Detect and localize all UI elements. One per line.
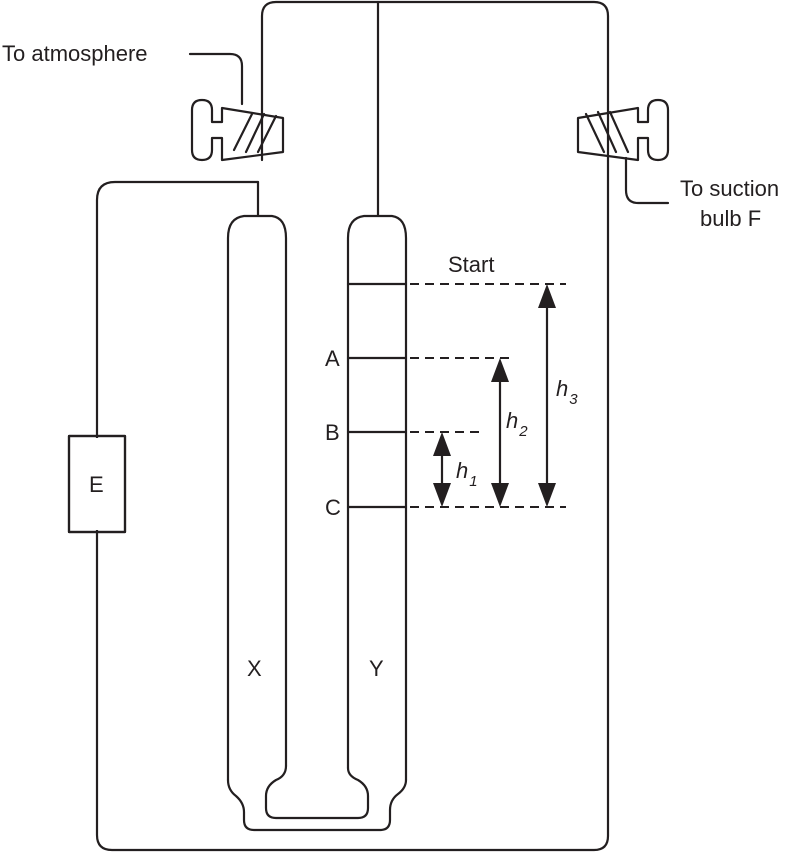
label-box-e: E — [89, 472, 104, 497]
label-start: Start — [448, 252, 494, 277]
label-mark-b: B — [325, 420, 340, 445]
tube-x — [226, 180, 288, 782]
label-to-atmosphere: To atmosphere — [2, 41, 148, 66]
h2-arrow — [491, 358, 509, 507]
outer-vessel — [95, 0, 610, 852]
label-tube-y: Y — [369, 656, 384, 681]
tube-y — [346, 0, 408, 782]
h3-arrow — [538, 284, 556, 507]
label-h2: h2 — [506, 408, 528, 440]
label-tube-x: X — [247, 656, 262, 681]
label-h3: h3 — [556, 376, 578, 408]
h1-arrow — [433, 432, 451, 507]
label-mark-c: C — [325, 495, 341, 520]
left-stopcock — [190, 98, 285, 162]
u-bend-connector — [226, 764, 408, 832]
atmosphere-leader-line — [188, 52, 244, 106]
suction-leader-line — [624, 156, 670, 205]
label-to-suction: To suction — [680, 176, 779, 201]
label-h1: h1 — [456, 458, 478, 490]
label-mark-a: A — [325, 346, 340, 371]
right-stopcock — [576, 98, 670, 162]
label-bulb-f: bulb F — [700, 206, 761, 231]
